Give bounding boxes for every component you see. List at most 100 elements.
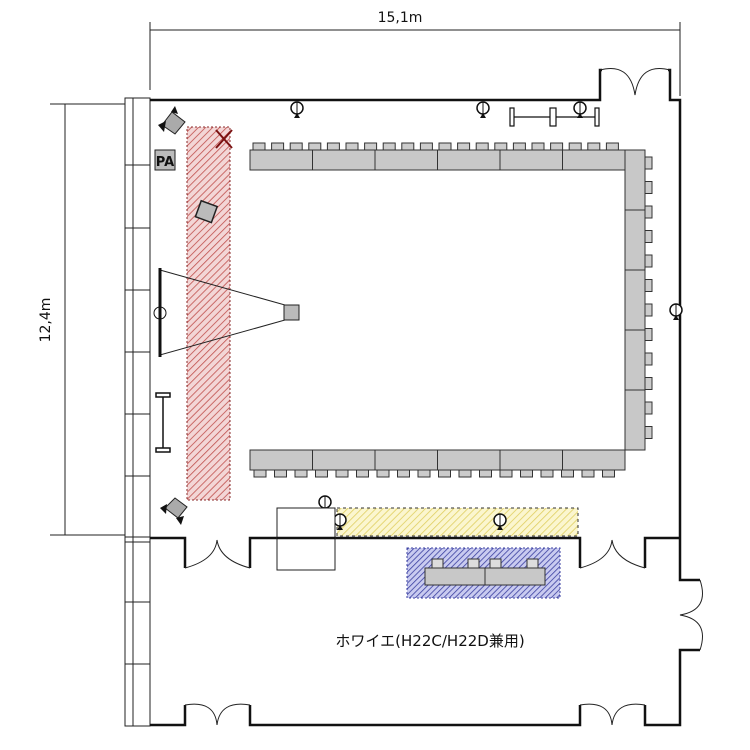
stage-zone [186,126,231,501]
chair [644,352,653,366]
window-strip [124,97,151,727]
chair [644,230,653,243]
light-icon-base [497,525,503,530]
chair [274,469,287,478]
chair [479,469,492,478]
table [249,449,313,471]
chair [345,142,359,151]
table [484,567,546,586]
chair [644,303,653,317]
chair [520,469,533,478]
door-right-side [679,579,703,651]
doors [184,68,703,726]
pa-box [154,149,176,171]
chair [458,469,472,478]
chair [326,142,340,151]
door-middle-left [184,539,251,569]
chair [431,558,444,569]
speaker-icon [158,106,186,135]
chair [644,401,653,415]
chair [568,142,582,151]
chair [457,142,471,151]
table [624,149,646,211]
light-icon-base [673,315,679,320]
chair [438,469,451,478]
chair [397,469,410,478]
chair [382,142,396,151]
table [437,449,501,471]
chair [550,142,564,151]
chair [401,142,415,151]
chair [531,142,545,151]
chair [419,142,433,151]
chair [253,469,267,478]
chair [526,558,539,569]
chair [467,558,480,569]
x-mark-icon [215,129,233,149]
door-bottom-left [184,703,251,726]
light-icon-base [294,113,300,118]
chair [644,181,653,194]
chair [540,469,554,478]
table [624,269,646,331]
chair [512,142,526,151]
chair [561,469,574,478]
height-dimension-label: 12,4m [38,298,54,343]
table [374,449,438,471]
width-dimension-label: 15,1m [378,10,423,26]
chair [289,142,303,151]
stand-icon [155,392,171,453]
chair [644,328,653,341]
chair [417,469,431,478]
chair [499,469,513,478]
door-middle-right [579,539,646,569]
chair [252,142,266,151]
chair [438,142,452,151]
chair [308,142,322,151]
door-top-right [599,68,671,96]
chair [644,279,653,292]
mic-icon [153,306,167,320]
table [424,567,486,586]
table [499,449,563,471]
chair [335,469,349,478]
chair [315,469,328,478]
chair [644,205,653,219]
chair [356,469,369,478]
foyer-label: ホワイエ(H22C/H22D兼用) [335,632,524,650]
chair [605,142,619,151]
table [499,149,563,171]
speaker-icon [160,497,188,525]
chair [376,469,390,478]
chair [494,142,508,151]
chair [475,142,489,151]
table [624,209,646,271]
chair [294,469,308,478]
chair [581,469,595,478]
rack-icon [509,107,600,127]
chair [644,156,653,170]
table [312,149,376,171]
chair [364,142,378,151]
chair [644,377,653,390]
pa-label: PA [156,155,174,170]
projector-icon [283,304,300,321]
table [624,329,646,391]
chair [271,142,285,151]
tables [249,142,653,586]
table [624,389,646,451]
chair [602,469,615,478]
light-icon-base [480,113,486,118]
door-bottom-right [579,703,646,726]
table [562,449,626,471]
table [374,149,438,171]
podium-icon [194,199,219,224]
reception-zone [336,507,579,537]
chair [644,426,653,439]
table [249,149,313,171]
chair [489,558,502,569]
table [562,149,626,171]
light-icon-base [337,525,343,530]
